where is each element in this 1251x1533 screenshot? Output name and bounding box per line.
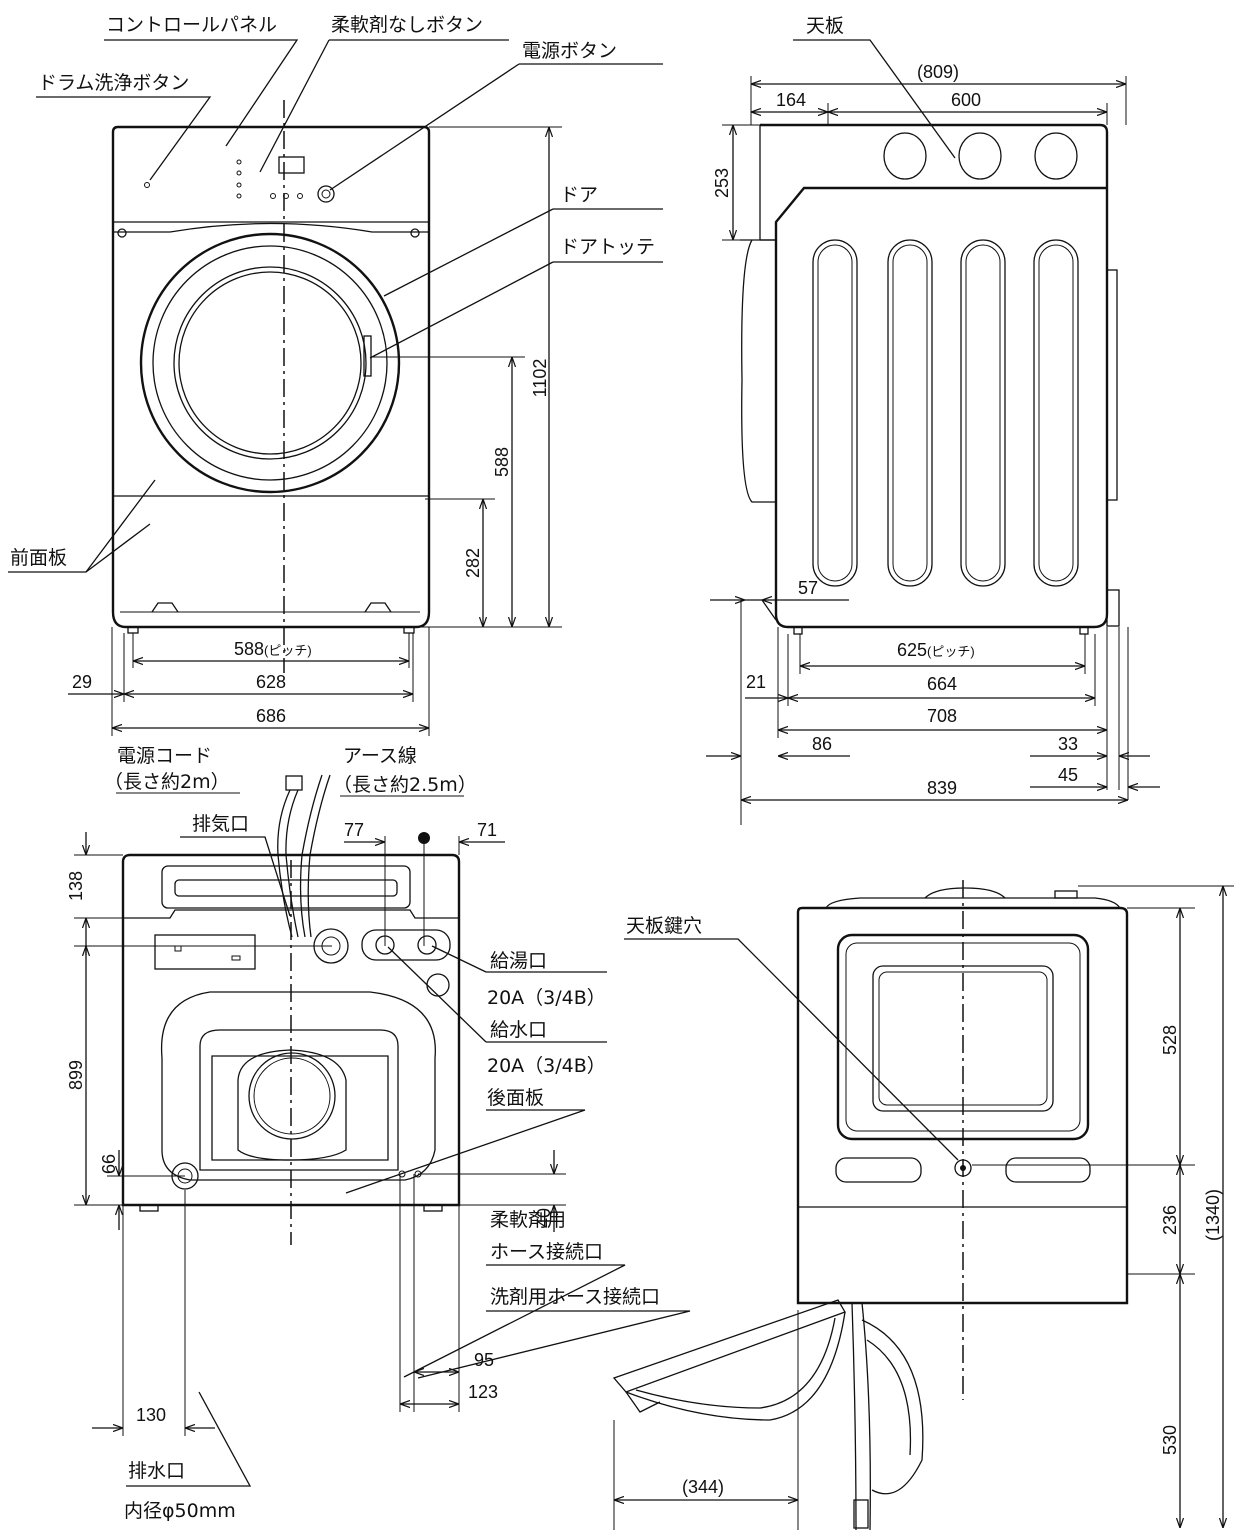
dim-530: 530 <box>1160 1425 1180 1455</box>
dim-21: 21 <box>746 672 766 692</box>
label-drum-clean-button: ドラム洗浄ボタン <box>38 72 189 94</box>
label-hot-water-inlet: 給湯口 <box>490 950 547 972</box>
dim-708: 708 <box>927 706 957 726</box>
label-rear-panel: 後面板 <box>487 1087 544 1109</box>
label-power-cord-length: （長さ約2m） <box>104 771 230 793</box>
dim-588-height: 588 <box>492 447 512 477</box>
label-hot-water-inlet-size: 20A（3/4B） <box>487 987 606 1009</box>
dim-33: 33 <box>1058 734 1078 754</box>
dim-664: 664 <box>927 674 957 694</box>
dim-123: 123 <box>468 1382 498 1402</box>
side-view <box>740 123 1120 635</box>
label-power-cord: 電源コード <box>117 745 212 767</box>
dim-236: 236 <box>1160 1205 1180 1235</box>
rear-dimensions <box>74 832 566 1436</box>
dim-282: 282 <box>463 548 483 578</box>
dim-809: (809) <box>917 62 959 82</box>
label-control-panel: コントロールパネル <box>106 14 277 36</box>
label-softener-hose-2: ホース接続口 <box>490 1241 603 1263</box>
front-dimensions <box>68 126 562 736</box>
dim-1102: 1102 <box>530 359 550 398</box>
label-top-panel: 天板 <box>806 15 844 37</box>
dim-588-pitch: 588(ピッチ) <box>234 639 312 659</box>
dim-839: 839 <box>927 778 957 798</box>
rear-dim-labels: 138 77 71 899 66 130 95 123 40 <box>66 820 554 1425</box>
label-drain: 排水口 <box>128 1460 185 1482</box>
dim-253: 253 <box>712 168 732 198</box>
label-earth-wire-length: （長さ約2.5m） <box>333 774 477 796</box>
top-view <box>612 880 1129 1531</box>
front-dim-labels: 1102 588 282 588(ピッチ) 628 686 29 <box>72 359 550 726</box>
top-dimensions <box>613 885 1234 1530</box>
label-softener-hose-1: 柔軟剤用 <box>490 1209 566 1231</box>
side-labels: 天板 (809) 164 600 253 57 625(ピッチ) 21 664 … <box>712 15 1078 798</box>
label-water-inlet-size: 20A（3/4B） <box>487 1055 606 1077</box>
label-water-inlet: 給水口 <box>490 1019 547 1041</box>
label-front-panel: 前面板 <box>10 547 67 569</box>
front-labels: コントロールパネル 柔軟剤なしボタン 電源ボタン ドラム洗浄ボタン ドア ドアト… <box>10 14 655 569</box>
side-dimensions <box>706 39 1160 825</box>
dim-899: 899 <box>66 1060 86 1090</box>
dim-130: 130 <box>136 1405 166 1425</box>
label-door: ドア <box>560 184 598 206</box>
label-earth-wire: アース線 <box>343 745 417 767</box>
label-softener-off-button: 柔軟剤なしボタン <box>331 14 483 36</box>
dim-40: 40 <box>534 1208 554 1228</box>
dim-95: 95 <box>474 1350 494 1370</box>
dim-86: 86 <box>812 734 832 754</box>
label-power-button: 電源ボタン <box>522 40 617 62</box>
dim-66: 66 <box>99 1154 119 1174</box>
dim-528: 528 <box>1160 1025 1180 1055</box>
dim-29: 29 <box>72 672 92 692</box>
dim-628: 628 <box>256 672 286 692</box>
dim-1340: (1340) <box>1203 1189 1223 1241</box>
dim-57: 57 <box>798 578 818 598</box>
label-door-handle: ドアトッテ <box>560 236 655 258</box>
rear-leaders <box>116 792 691 1487</box>
dim-77: 77 <box>344 820 364 840</box>
rear-labels: 電源コード （長さ約2m） アース線 （長さ約2.5m） 排気口 給湯口 20A… <box>104 745 660 1522</box>
label-drain-size: 内径φ50mm <box>124 1500 236 1522</box>
rear-view <box>121 774 461 1245</box>
dim-344: (344) <box>682 1477 724 1497</box>
label-top-lock-hole: 天板鍵穴 <box>626 915 702 937</box>
label-exhaust: 排気口 <box>192 813 249 835</box>
dim-71: 71 <box>477 820 497 840</box>
dim-138: 138 <box>66 871 86 901</box>
dim-600: 600 <box>951 90 981 110</box>
dim-625-pitch: 625(ピッチ) <box>897 640 975 660</box>
dim-686: 686 <box>256 706 286 726</box>
top-labels: 天板鍵穴 528 236 (1340) 530 (344) <box>626 915 1223 1497</box>
front-view <box>111 100 431 673</box>
label-detergent-hose: 洗剤用ホース接続口 <box>490 1286 660 1308</box>
dim-45: 45 <box>1058 765 1078 785</box>
front-leaders <box>8 39 663 573</box>
dim-164: 164 <box>776 90 806 110</box>
